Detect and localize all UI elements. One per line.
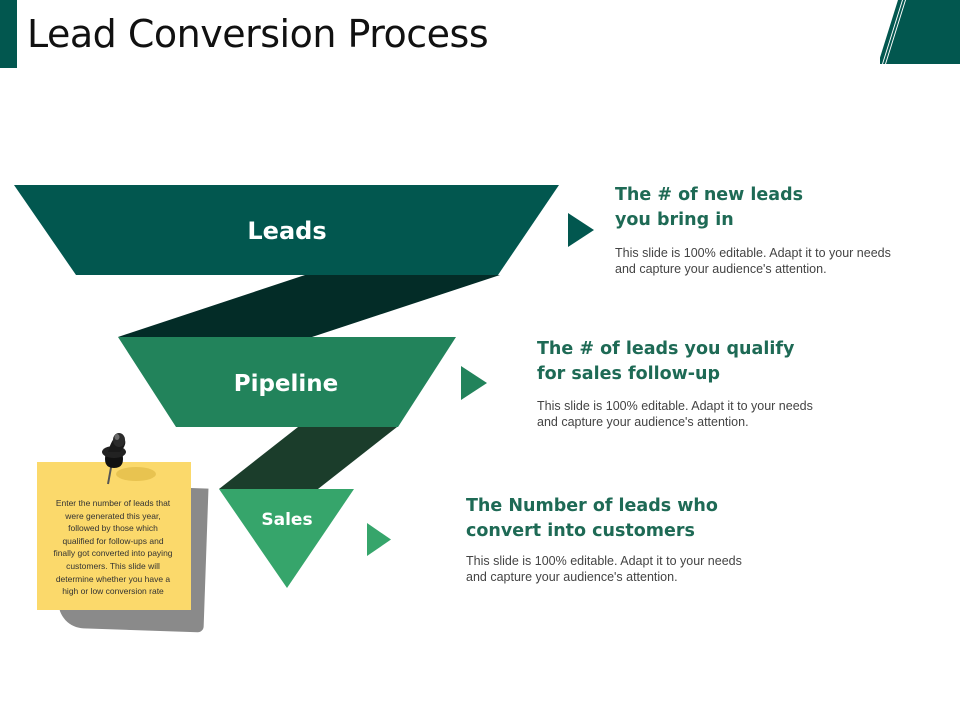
corner-decoration: [880, 0, 960, 64]
step-2-heading: The # of leads you qualify for sales fol…: [537, 339, 795, 384]
page-title: Lead Conversion Process: [27, 12, 489, 56]
step-1-heading: The # of new leads you bring in: [615, 185, 804, 230]
step-3-description: This slide is 100% editable. Adapt it to…: [466, 554, 742, 584]
title-accent-bar: [0, 0, 17, 68]
funnel-connector-2: [219, 427, 397, 489]
stage-label-pipeline: Pipeline: [234, 371, 339, 397]
push-pin-icon: [102, 433, 156, 485]
step-2-description: This slide is 100% editable. Adapt it to…: [537, 399, 813, 429]
sticky-note: [37, 462, 191, 610]
stage-label-leads: Leads: [247, 217, 326, 245]
triangle-right-icon: [461, 366, 487, 400]
sticky-note-text: Enter the number of leads that were gene…: [53, 498, 173, 597]
stage-label-sales: Sales: [261, 510, 312, 530]
funnel-stage-leads: [14, 185, 559, 275]
funnel-stage-pipeline: [118, 337, 456, 427]
step-3-heading: The Number of leads who convert into cus…: [466, 496, 718, 541]
funnel-stage-sales: [219, 489, 354, 588]
triangle-right-icon: [568, 213, 594, 247]
step-1-description: This slide is 100% editable. Adapt it to…: [615, 246, 891, 276]
triangle-right-icon: [367, 523, 391, 556]
funnel-connector-1: [118, 275, 500, 337]
